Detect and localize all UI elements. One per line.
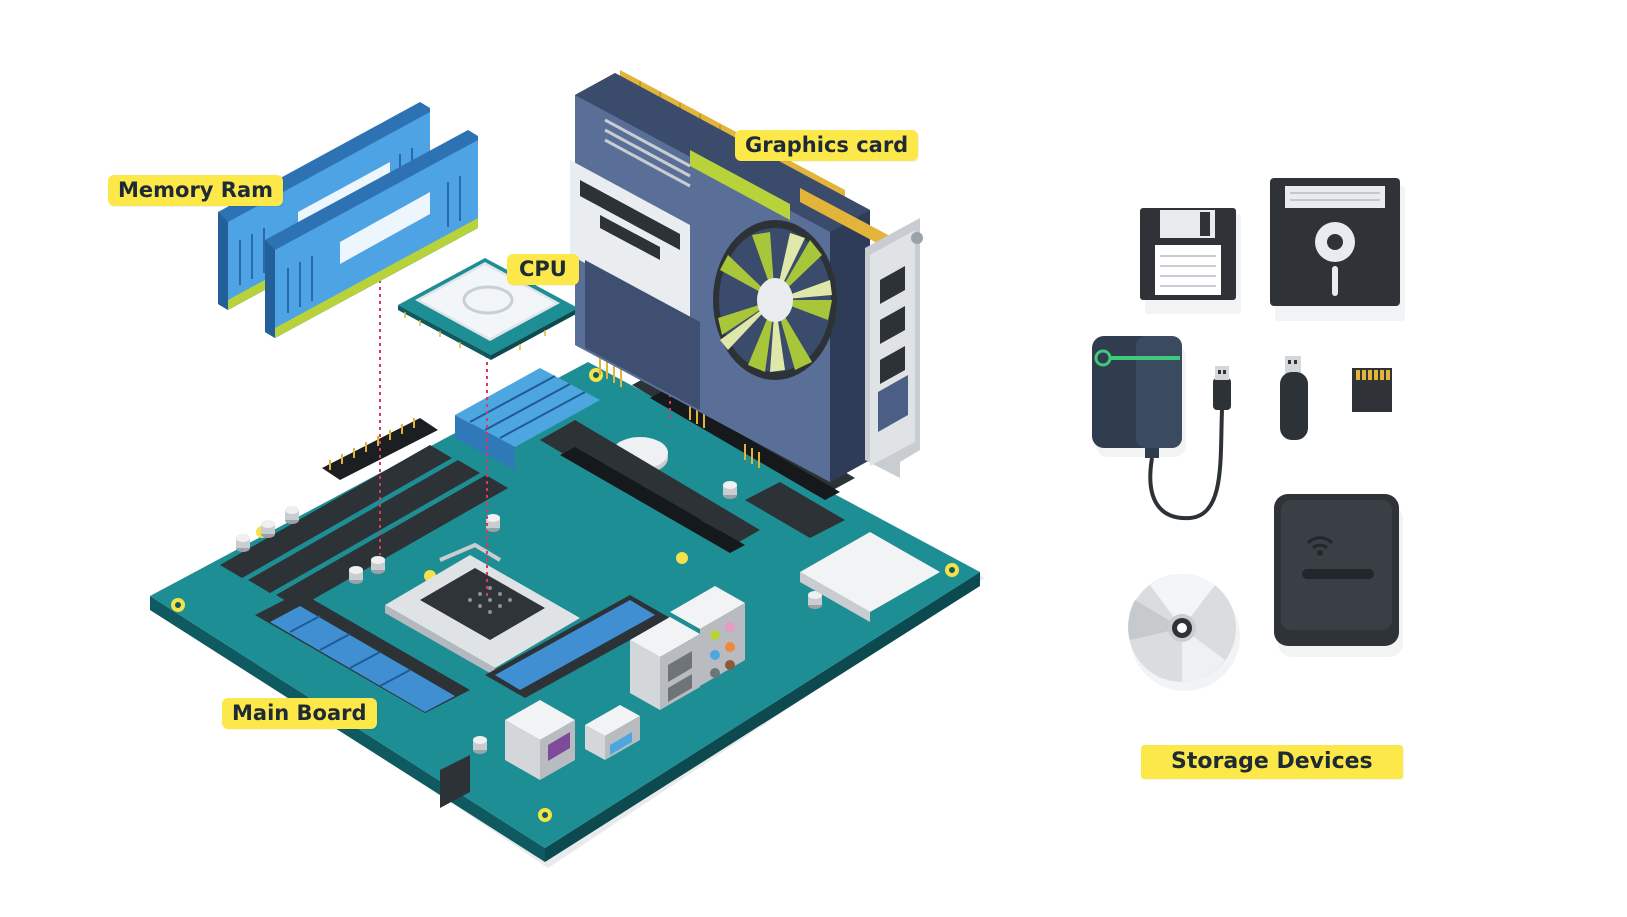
memory-ram-label: Memory Ram bbox=[108, 175, 283, 206]
cpu-label: CPU bbox=[507, 254, 579, 285]
wireless-drive-icon bbox=[1274, 494, 1403, 657]
floppy-disk-5-25-icon bbox=[1270, 178, 1405, 321]
main-board-label: Main Board bbox=[222, 698, 377, 729]
micro-sd-card-icon bbox=[1352, 368, 1392, 412]
storage-devices-label: Storage Devices bbox=[1141, 745, 1403, 779]
optical-disc-icon bbox=[1128, 574, 1240, 691]
floppy-disk-3-5-icon bbox=[1140, 208, 1241, 314]
external-hard-drive-icon bbox=[1092, 336, 1186, 458]
usb-flash-drive-icon bbox=[1280, 356, 1308, 440]
graphics-card-label: Graphics card bbox=[735, 130, 918, 161]
